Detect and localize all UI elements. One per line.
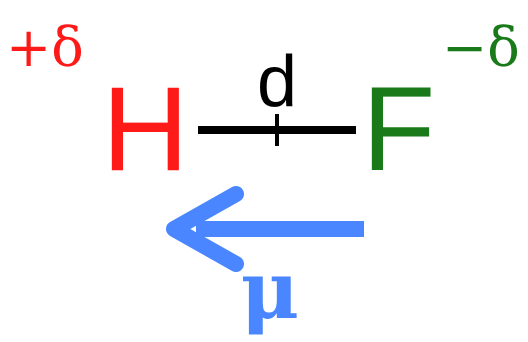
atom-hydrogen: H xyxy=(102,62,189,196)
dipole-arrow xyxy=(166,186,364,272)
partial-positive-charge: +δ xyxy=(6,16,84,79)
atom-fluorine: F xyxy=(362,62,435,196)
dipole-moment-label: μ xyxy=(241,243,300,337)
partial-negative-charge: −δ xyxy=(442,16,520,79)
bond-length-label: d xyxy=(257,42,297,122)
dipole-arrow-head xyxy=(166,186,244,272)
